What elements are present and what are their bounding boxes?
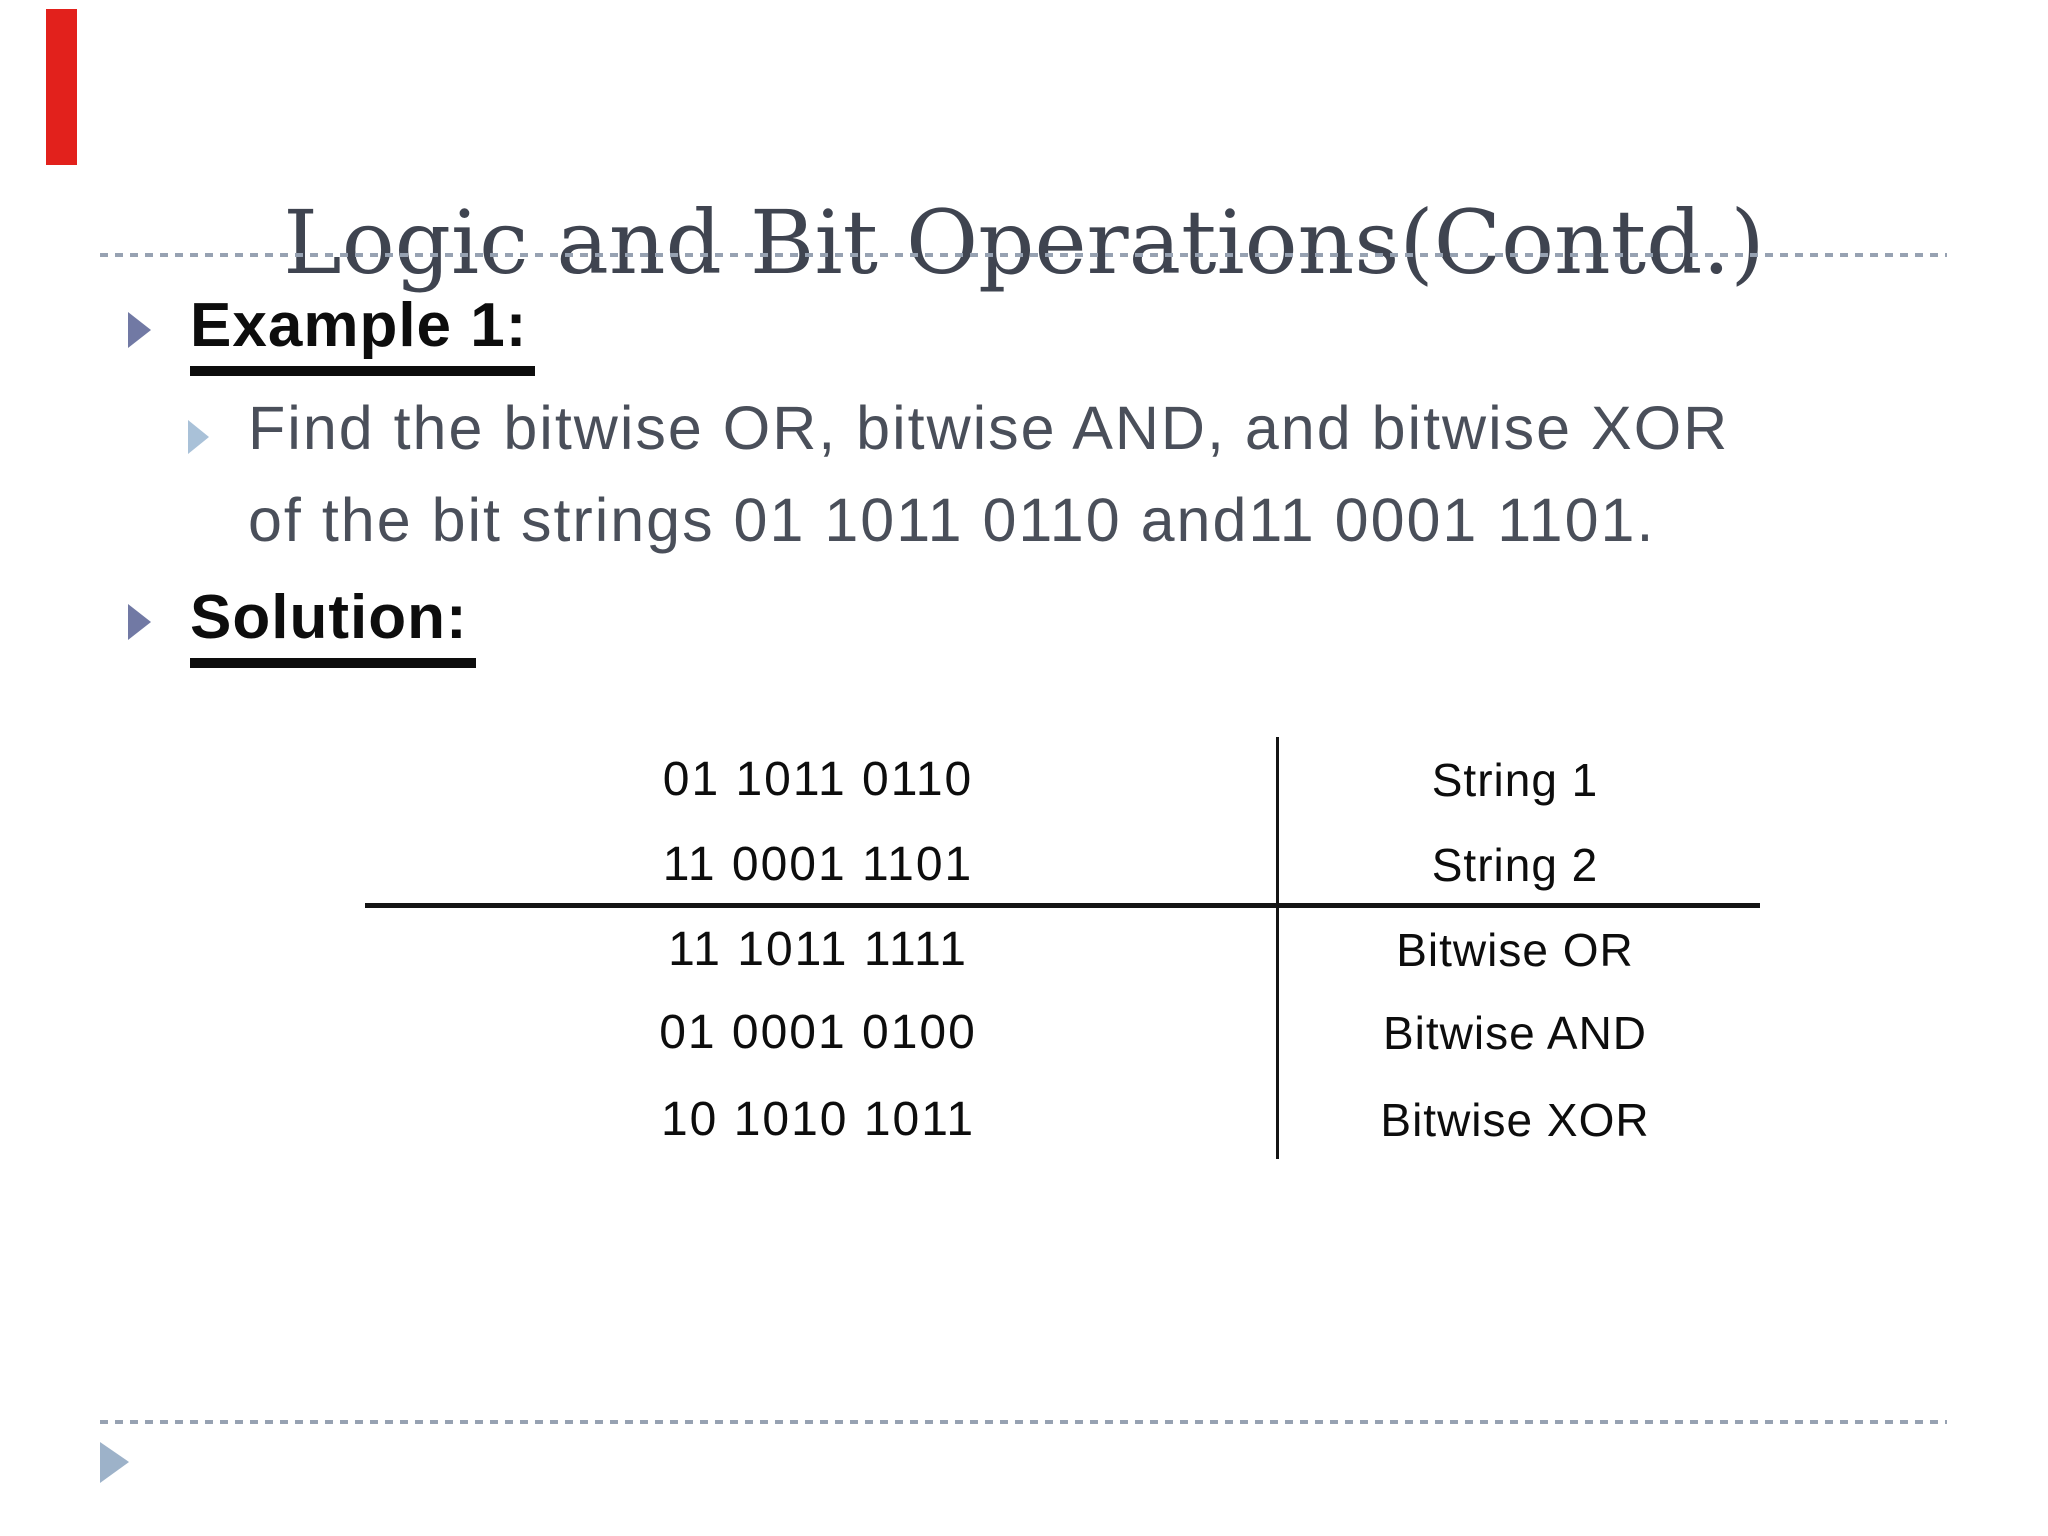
red-ribbon-marker [46,9,77,165]
solution-heading: Solution: [190,580,476,668]
example-heading: Example 1: [190,288,536,376]
bit-string-row: 11 1011 1111 [668,923,968,976]
footer-divider-dashed-line [100,1420,1947,1424]
sub-bullet-triangle-icon [188,420,209,454]
row-label: String 1 [1431,754,1599,806]
row-label: String 2 [1431,839,1599,891]
bit-string-row: 11 0001 1101 [662,838,974,891]
bullet-triangle-icon [128,312,151,348]
bit-string-row: 01 0001 0100 [659,1006,977,1059]
example-body-line1: Find the bitwise OR, bitwise AND, and bi… [248,394,1730,462]
table-horizontal-rule [365,903,1760,908]
bit-string-row: 01 1011 0110 [662,753,974,806]
title-divider-dashed-line [100,253,1947,257]
solution-heading-text: Solution: [190,580,476,668]
example-body-text: Find the bitwise OR, bitwise AND, and bi… [248,382,1948,566]
row-label: Bitwise OR [1396,924,1634,976]
table-vertical-rule [1276,737,1279,1159]
slide-title: Logic and Bit Operations(Contd.) [283,190,1765,294]
bit-string-row: 10 1010 1011 [660,1093,976,1146]
row-label: Bitwise XOR [1380,1094,1650,1146]
bullet-triangle-icon [128,604,151,640]
row-label: Bitwise AND [1382,1007,1648,1059]
example-heading-text: Example 1: [190,288,536,376]
next-slide-arrow-icon [100,1442,129,1483]
example-body-line2: of the bit strings 01 1011 0110 and11 00… [248,486,1656,554]
